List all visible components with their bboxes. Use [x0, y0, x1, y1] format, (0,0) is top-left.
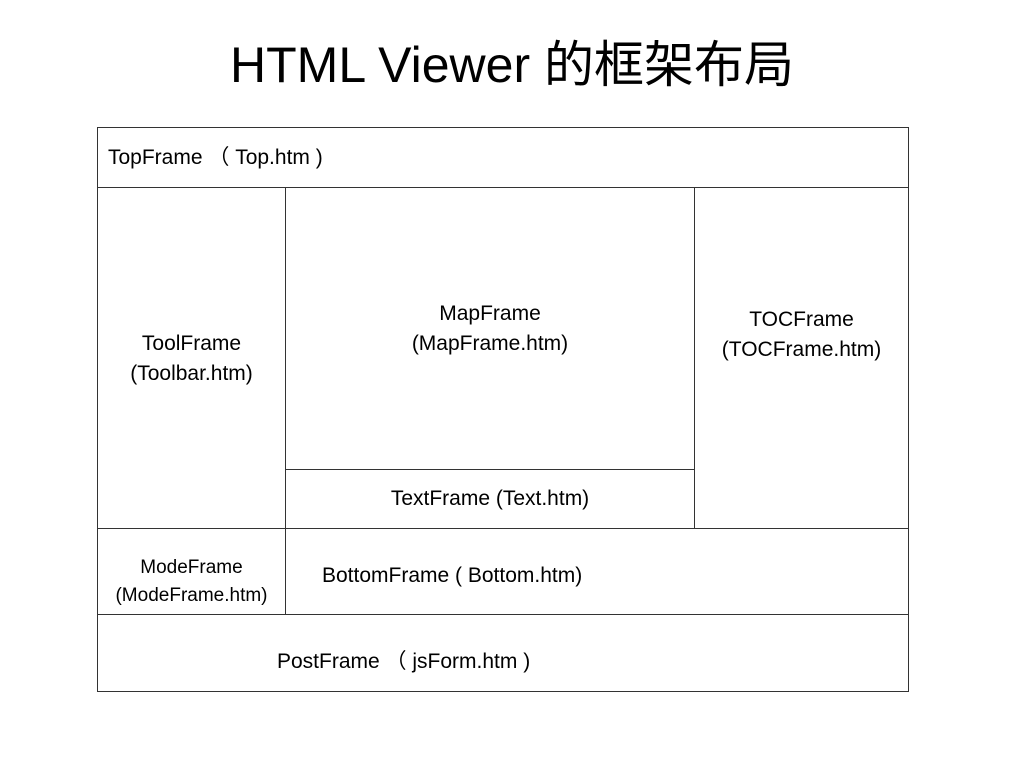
tool-frame-file: (Toolbar.htm)	[130, 362, 253, 385]
frame-layout-diagram: TopFrame （ Top.htm ) ToolFrame (Toolbar.…	[97, 127, 909, 692]
toc-frame-name: TOCFrame	[749, 308, 854, 331]
page-title: HTML Viewer 的框架布局	[230, 37, 794, 93]
toc-frame-file: (TOCFrame.htm)	[721, 338, 882, 361]
top-frame-label: TopFrame （ Top.htm )	[108, 146, 323, 169]
map-frame-label: MapFrame (MapFrame.htm)	[285, 299, 695, 359]
map-frame-name: MapFrame	[439, 302, 541, 325]
post-frame-label: PostFrame （ jsForm.htm )	[277, 650, 531, 673]
mode-frame-name: ModeFrame	[140, 557, 243, 578]
mode-frame-label: ModeFrame (ModeFrame.htm)	[97, 554, 286, 610]
mode-frame-file: (ModeFrame.htm)	[115, 585, 268, 606]
bottom-frame-label: BottomFrame ( Bottom.htm)	[322, 564, 583, 587]
tool-frame-name: ToolFrame	[141, 332, 242, 355]
map-frame-file: (MapFrame.htm)	[411, 332, 569, 355]
toc-frame-label: TOCFrame (TOCFrame.htm)	[694, 305, 909, 365]
tool-frame-label: ToolFrame (Toolbar.htm)	[97, 329, 286, 389]
text-frame-label: TextFrame (Text.htm)	[390, 487, 590, 510]
post-frame-box	[97, 614, 909, 692]
